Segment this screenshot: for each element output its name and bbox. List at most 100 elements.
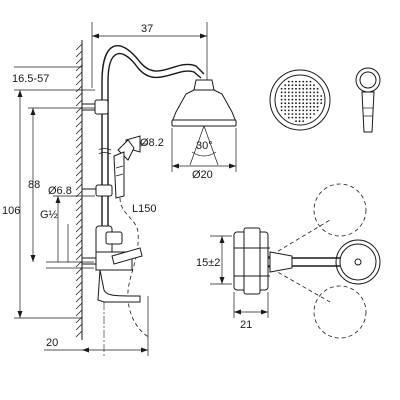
wall-hatch-line bbox=[75, 127, 83, 135]
nozzle-dot bbox=[295, 120, 297, 123]
dimension-top-width: 37 bbox=[91, 22, 208, 88]
dimension-label-106: 106 bbox=[2, 205, 20, 217]
wall-hatch-line bbox=[75, 183, 83, 191]
nozzle-dot bbox=[287, 84, 290, 87]
nozzle-dot bbox=[309, 95, 312, 97]
dimension-label-top-height: 16.5-57 bbox=[12, 73, 49, 85]
wall-hatch-line bbox=[75, 85, 83, 93]
nozzle-dot bbox=[298, 80, 301, 83]
wall-hatch-line bbox=[75, 218, 83, 226]
nozzle-dot bbox=[284, 105, 287, 108]
nozzle-dot bbox=[287, 113, 290, 115]
nozzle-dot bbox=[284, 91, 287, 94]
nozzle-dot bbox=[313, 87, 315, 90]
nozzle-dot bbox=[302, 80, 305, 83]
wall-hatch-line bbox=[75, 274, 83, 282]
dimension-label-6-8: Ø6.8 bbox=[48, 185, 72, 197]
nozzle-dot bbox=[313, 98, 315, 101]
nozzle-dot bbox=[305, 87, 308, 90]
overhead-arm bbox=[101, 45, 205, 83]
wall-hatch-line bbox=[75, 176, 83, 184]
wall-hatch-line bbox=[75, 43, 83, 51]
wall-hatch-line bbox=[75, 92, 83, 100]
nozzle-dot bbox=[320, 95, 323, 97]
nozzle-dot bbox=[302, 98, 305, 101]
wall-hatch-line bbox=[75, 323, 83, 331]
hand-shower: Ø8.2 bbox=[113, 135, 164, 199]
wall-hatch-line bbox=[75, 211, 83, 219]
mixer-side-detail: 15±2 21 bbox=[196, 183, 381, 339]
nozzle-dot bbox=[309, 87, 312, 90]
nozzle-dot bbox=[295, 87, 297, 90]
nozzle-dot bbox=[295, 84, 297, 87]
wall-hatch-line bbox=[75, 253, 83, 261]
dimension-thread: G½ bbox=[40, 209, 94, 269]
nozzle-dot bbox=[291, 98, 294, 101]
wall-hatch-line bbox=[75, 232, 83, 240]
nozzle-dot bbox=[298, 87, 301, 90]
nozzle-dot bbox=[313, 105, 315, 108]
nozzle-dot bbox=[316, 98, 319, 101]
dimension-label-thread: G½ bbox=[40, 209, 58, 221]
nozzle-dot bbox=[295, 98, 297, 101]
shower-face-detail bbox=[269, 69, 331, 131]
nozzle-dot bbox=[287, 95, 290, 97]
nozzle-dot bbox=[305, 95, 308, 97]
nozzle-dot bbox=[302, 91, 305, 94]
nozzle-dot bbox=[291, 95, 294, 97]
dimension-height-88: 88 bbox=[28, 107, 95, 262]
nozzle-dot bbox=[298, 91, 301, 94]
nozzle-dot bbox=[287, 102, 290, 105]
nozzle-dot bbox=[295, 80, 297, 83]
nozzle-dot bbox=[287, 116, 290, 119]
nozzle-dot bbox=[305, 116, 308, 119]
nozzle-dot bbox=[295, 91, 297, 94]
nozzle-dot bbox=[298, 105, 301, 108]
nozzle-dot bbox=[313, 102, 315, 105]
wall-hatch-line bbox=[75, 225, 83, 233]
nozzle-dot bbox=[295, 109, 297, 112]
nozzle-dot bbox=[280, 95, 283, 97]
nozzle-dot bbox=[313, 113, 315, 115]
nozzle-dot bbox=[309, 102, 312, 105]
nozzle-dot bbox=[284, 109, 287, 112]
nozzle-dot bbox=[287, 91, 290, 94]
wall-hatch-line bbox=[75, 302, 83, 310]
nozzle-dot bbox=[305, 98, 308, 101]
wall-hatch-line bbox=[75, 99, 83, 107]
nozzle-dot bbox=[302, 95, 305, 97]
nozzle-dot bbox=[295, 102, 297, 105]
wall-hatch bbox=[75, 40, 83, 340]
nozzle-dot bbox=[305, 113, 308, 115]
nozzle-dot bbox=[298, 116, 301, 119]
nozzle-dot bbox=[291, 102, 294, 105]
dimension-label-hose: L150 bbox=[132, 203, 156, 215]
nozzle-dot bbox=[291, 91, 294, 94]
nozzle-dot bbox=[320, 98, 323, 101]
dimension-height-106: 106 bbox=[2, 90, 82, 319]
nozzle-dot bbox=[291, 84, 294, 87]
nozzle-dot bbox=[298, 98, 301, 101]
dimension-diameter-6-8: Ø6.8 bbox=[48, 185, 95, 262]
dimension-label-angle: 30° bbox=[196, 140, 213, 152]
nozzle-dot bbox=[284, 113, 287, 115]
dimension-label-handle-width: 21 bbox=[240, 319, 252, 331]
nozzle-dot bbox=[298, 120, 301, 123]
nozzle-dot bbox=[291, 116, 294, 119]
wall-hatch-line bbox=[75, 169, 83, 177]
nozzle-dot bbox=[316, 95, 319, 97]
nozzle-dot bbox=[313, 109, 315, 112]
wall-hatch-line bbox=[75, 155, 83, 163]
shower-head: 30° Ø20 bbox=[171, 79, 237, 181]
wall-hatch-line bbox=[75, 120, 83, 128]
nozzle-dot bbox=[316, 87, 319, 90]
nozzle-dot bbox=[298, 109, 301, 112]
wall-hatch-line bbox=[75, 50, 83, 58]
nozzle-dot bbox=[287, 80, 290, 83]
nozzle-dot bbox=[313, 91, 315, 94]
nozzle-dot bbox=[287, 87, 290, 90]
wall-hatch-line bbox=[75, 57, 83, 65]
nozzle-dot bbox=[302, 84, 305, 87]
wall-hatch-line bbox=[75, 281, 83, 289]
